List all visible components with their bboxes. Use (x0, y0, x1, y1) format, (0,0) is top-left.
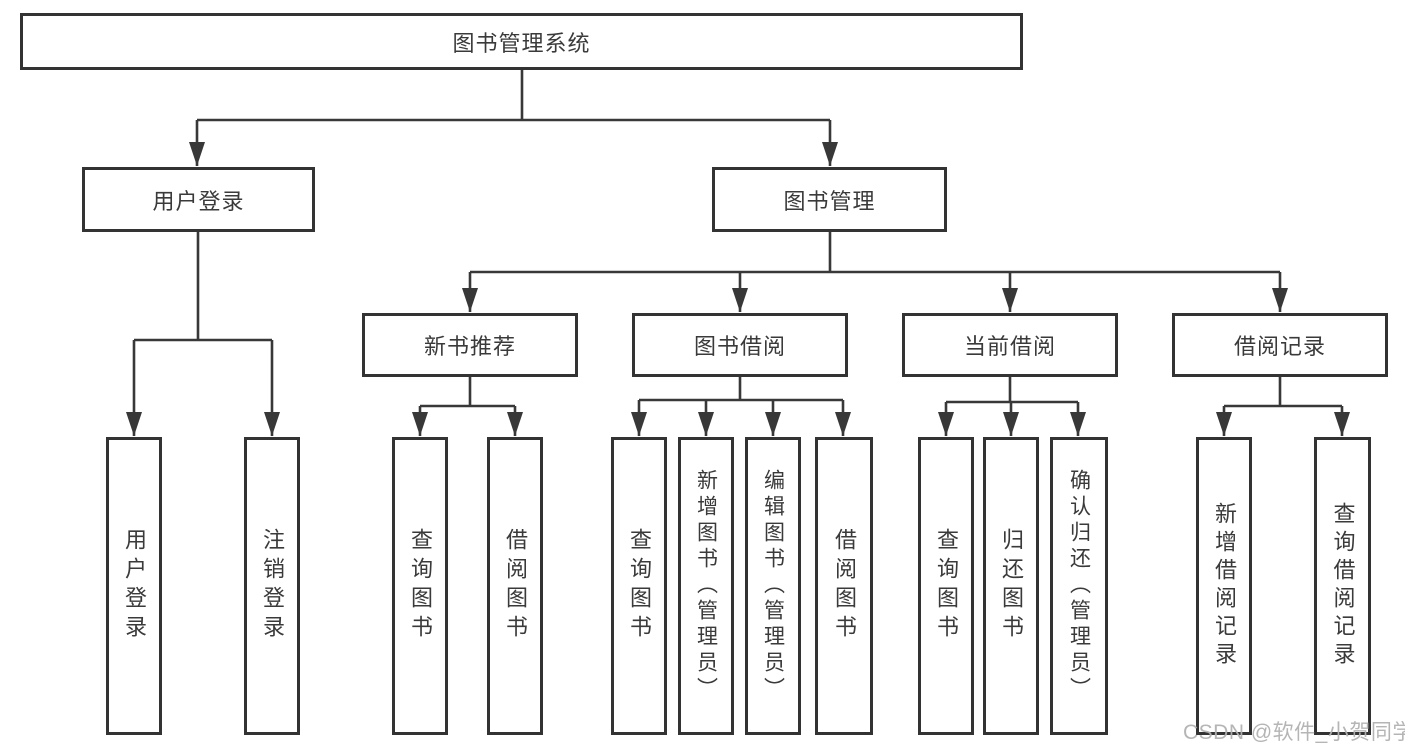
node-label: 编辑图书（管理员） (761, 469, 785, 703)
leaf-return-books: 归还图书 (983, 437, 1039, 735)
node-label: 注销登录 (260, 528, 285, 644)
node-label: 查询图书 (627, 528, 652, 644)
node-label: 查询借阅记录 (1330, 502, 1356, 670)
node-book-borrowing: 图书借阅 (632, 313, 848, 377)
node-book-management: 图书管理 (712, 167, 947, 232)
leaf-borrow-books-1: 借阅图书 (487, 437, 543, 735)
node-label: 确认归还（管理员） (1067, 469, 1091, 703)
node-current-borrowing: 当前借阅 (902, 313, 1118, 377)
leaf-borrow-books-2: 借阅图书 (815, 437, 873, 735)
node-label: 借阅记录 (1233, 334, 1326, 359)
node-label: 借阅图书 (503, 528, 528, 644)
leaf-query-books-3: 查询图书 (918, 437, 974, 735)
node-label: 新书推荐 (423, 334, 516, 359)
node-label: 当前借阅 (963, 334, 1056, 359)
node-label: 查询图书 (934, 528, 959, 644)
leaf-edit-book-admin: 编辑图书（管理员） (745, 437, 801, 735)
leaf-logout: 注销登录 (244, 437, 300, 735)
node-label: 图书管理系统 (452, 30, 591, 56)
node-label: 查询图书 (408, 528, 433, 644)
node-label: 新增图书（管理员） (694, 469, 718, 703)
node-label: 用户登录 (152, 188, 245, 214)
leaf-confirm-return-admin: 确认归还（管理员） (1050, 437, 1108, 735)
node-label: 归还图书 (999, 528, 1024, 644)
node-new-book-recommend: 新书推荐 (362, 313, 578, 377)
node-label: 借阅图书 (832, 528, 857, 644)
leaf-query-books-1: 查询图书 (392, 437, 448, 735)
node-root: 图书管理系统 (20, 13, 1023, 70)
node-label: 新增借阅记录 (1212, 502, 1237, 670)
leaf-add-borrow-record: 新增借阅记录 (1196, 437, 1252, 735)
leaf-query-books-2: 查询图书 (611, 437, 667, 735)
node-user-login: 用户登录 (82, 167, 315, 232)
node-borrowing-records: 借阅记录 (1172, 313, 1388, 377)
leaf-query-borrow-record: 查询借阅记录 (1314, 437, 1371, 735)
node-label: 图书管理 (783, 188, 876, 214)
leaf-user-login: 用户登录 (106, 437, 162, 735)
node-label: 用户登录 (122, 528, 147, 644)
leaf-add-book-admin: 新增图书（管理员） (678, 437, 734, 735)
node-label: 图书借阅 (693, 334, 786, 359)
csdn-watermark: CSDN @软件_小贺同学 (1183, 721, 1405, 744)
